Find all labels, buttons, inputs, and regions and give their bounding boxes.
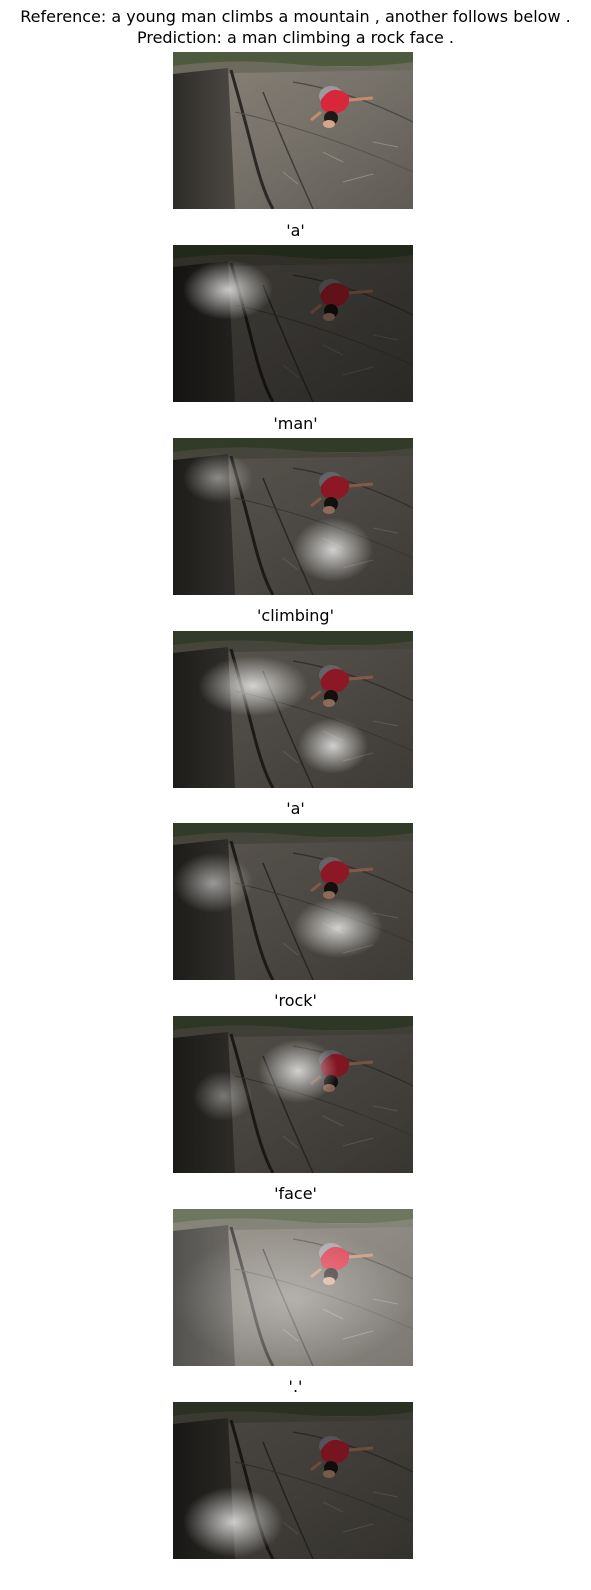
figure-title: Reference: a young man climbs a mountain… <box>0 6 591 48</box>
photo-image <box>173 631 413 788</box>
attention-map <box>173 1402 413 1559</box>
photo-image <box>173 438 413 595</box>
attention-map <box>173 631 413 788</box>
attention-map <box>173 1209 413 1366</box>
attention-map <box>173 1016 413 1173</box>
climber-photo <box>173 52 413 209</box>
panel-word-label: 'face' <box>274 1184 317 1203</box>
photo-image <box>173 52 413 209</box>
reference-caption: Reference: a young man climbs a mountain… <box>20 7 571 26</box>
panel-word-label: 'man' <box>273 414 318 433</box>
panel-word-label: 'a' <box>286 799 305 818</box>
photo-image <box>173 1016 413 1173</box>
panel-word-label: 'a' <box>286 221 305 240</box>
photo-image <box>173 245 413 402</box>
panel-word-label: '.' <box>288 1377 303 1396</box>
photo-image <box>173 823 413 980</box>
panel-word-label: 'rock' <box>274 991 317 1010</box>
attention-map <box>173 438 413 595</box>
photo-image <box>173 1402 413 1559</box>
panel-word-label: 'climbing' <box>257 606 334 625</box>
attention-map <box>173 245 413 402</box>
attention-map <box>173 823 413 980</box>
photo-image <box>173 1209 413 1366</box>
prediction-caption: Prediction: a man climbing a rock face . <box>136 28 455 47</box>
